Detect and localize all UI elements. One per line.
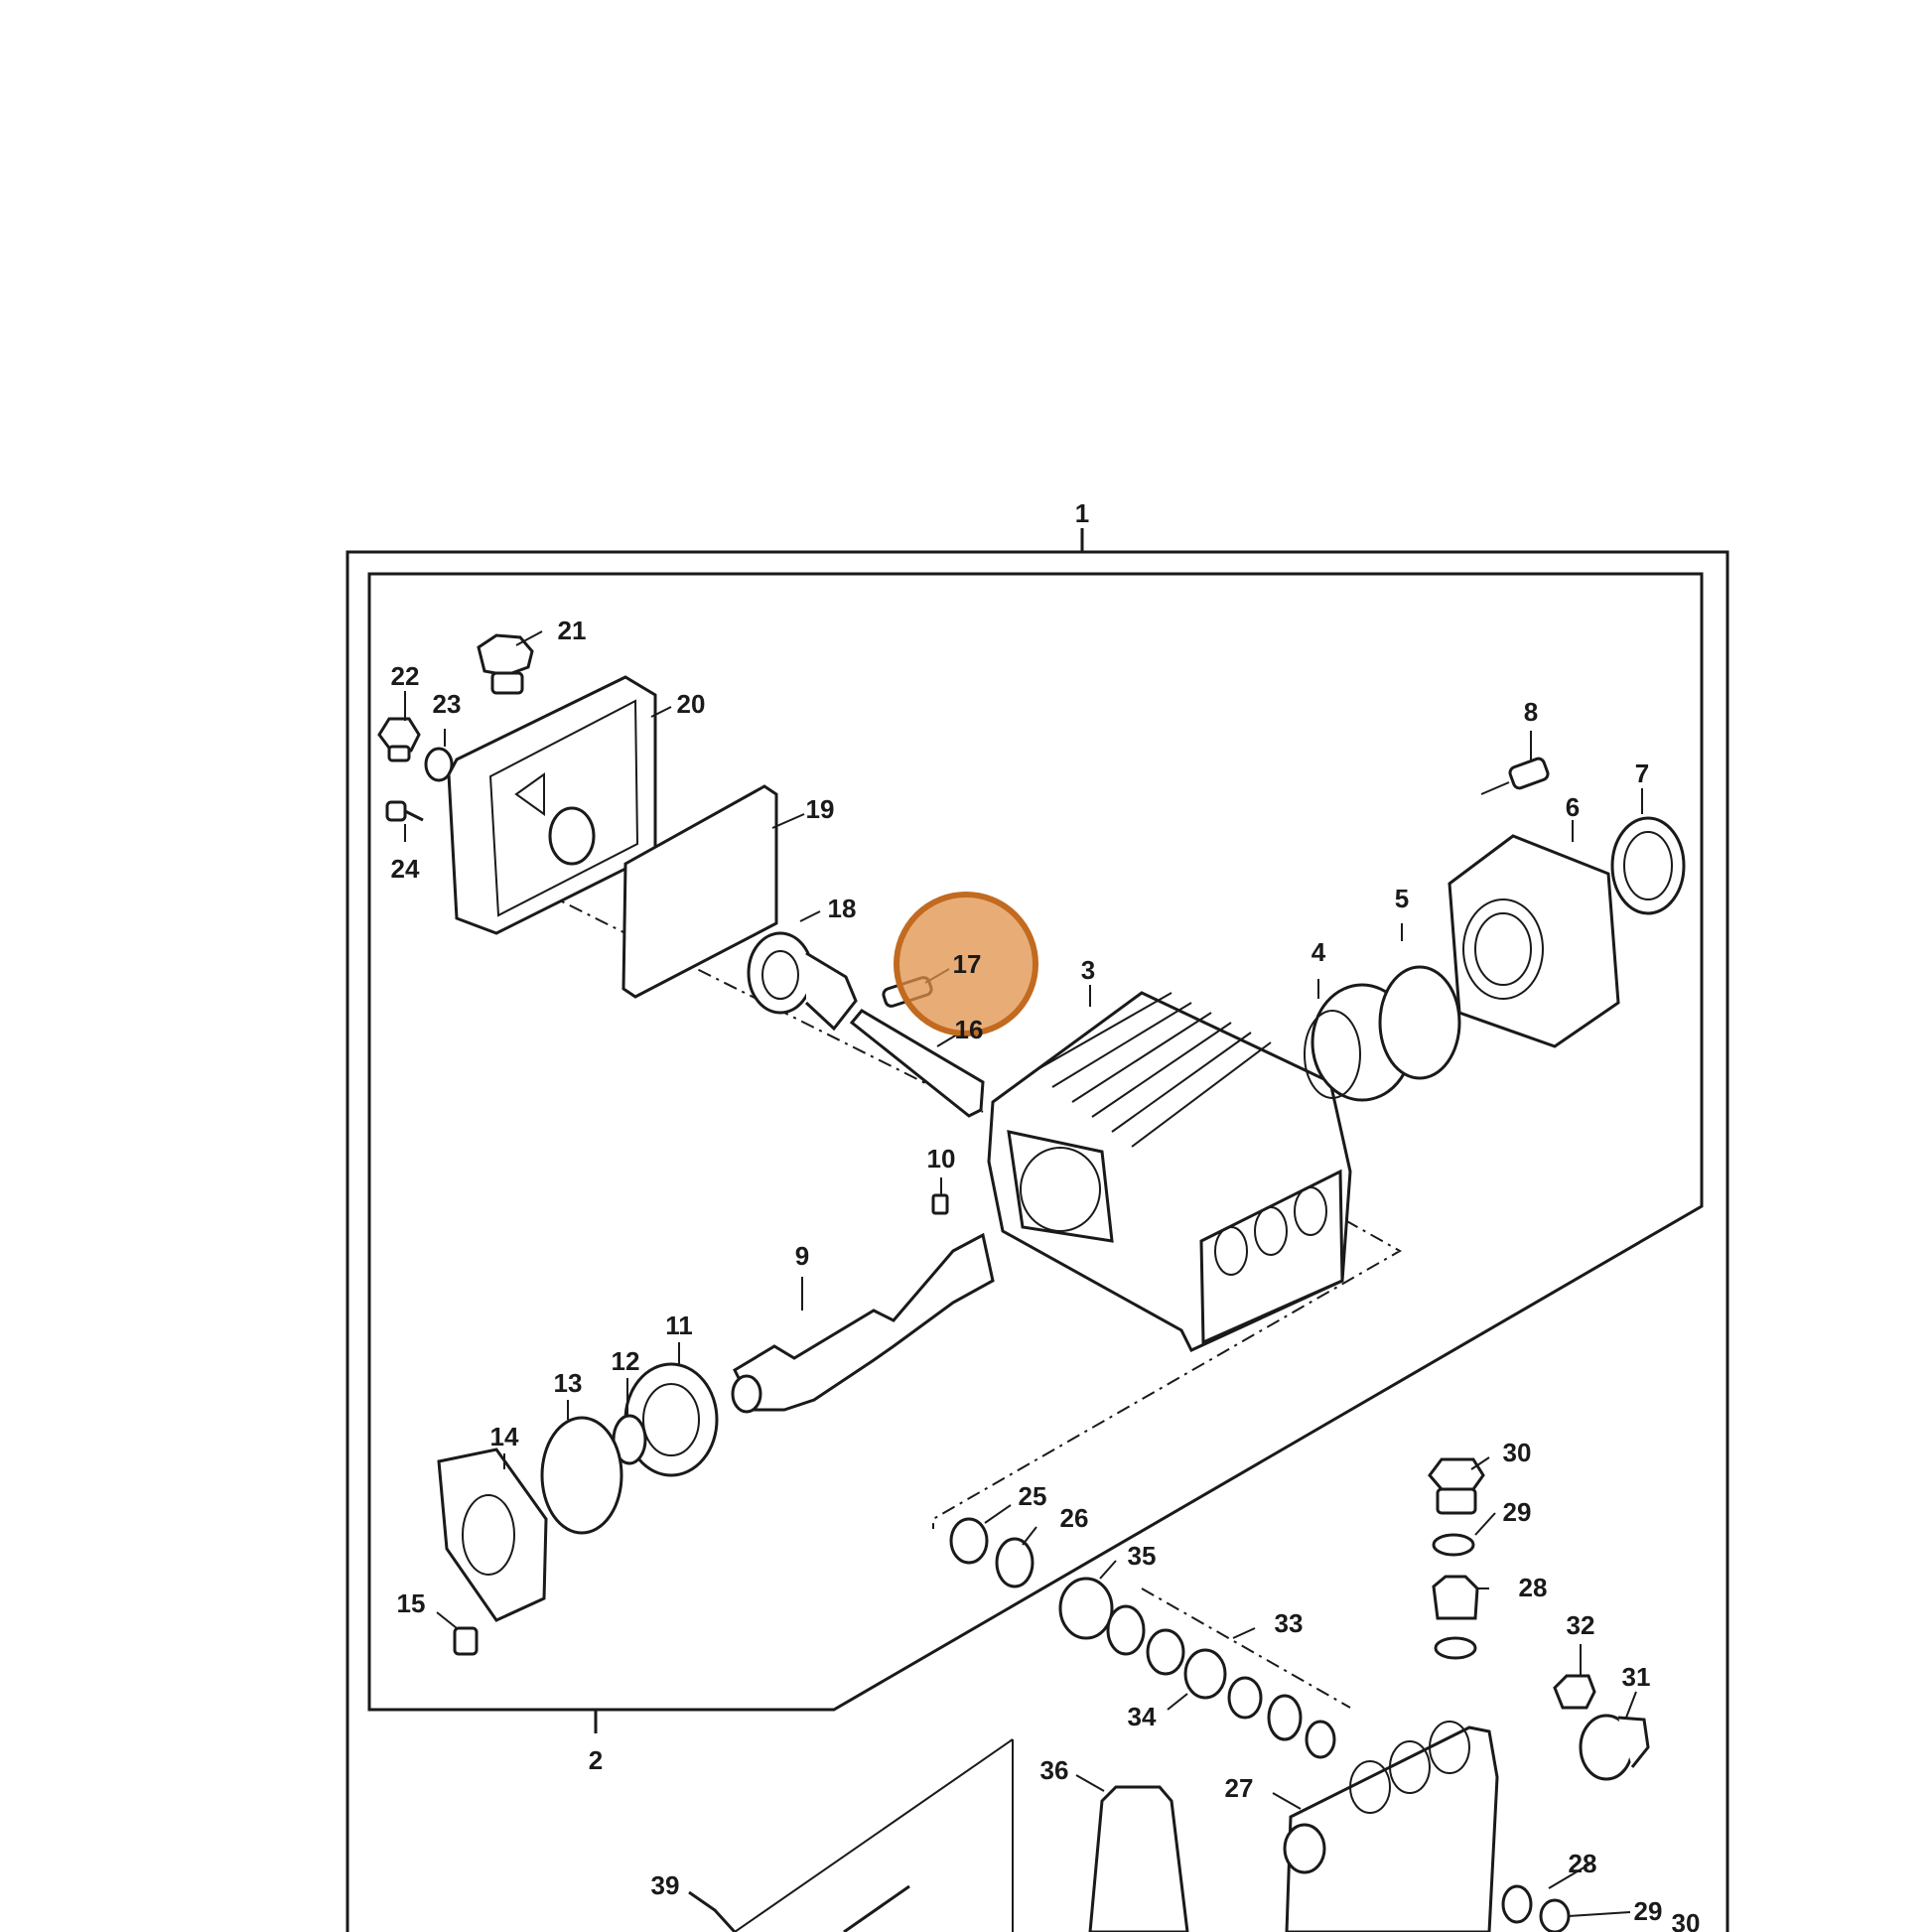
o-ring-lower-right <box>1501 1884 1533 1924</box>
label-32: 32 <box>1567 1610 1595 1640</box>
label-28-upper: 28 <box>1519 1573 1548 1602</box>
label-30-lower: 30 <box>1672 1908 1701 1932</box>
screw-part-8 <box>1480 757 1550 795</box>
label-12: 12 <box>612 1346 640 1376</box>
assembly-frame-outer <box>345 550 1729 1932</box>
label-8: 8 <box>1524 697 1538 727</box>
label-13: 13 <box>554 1368 583 1398</box>
o-ring-part-5 <box>1378 965 1461 1080</box>
label-10: 10 <box>927 1144 956 1173</box>
label-18: 18 <box>828 894 857 923</box>
axis-line-seals <box>1141 1587 1351 1709</box>
label-20: 20 <box>677 689 706 719</box>
label-7: 7 <box>1635 759 1649 788</box>
label-4: 4 <box>1311 937 1326 967</box>
crankshaft-part-9 <box>731 1232 995 1414</box>
label-31: 31 <box>1622 1662 1651 1692</box>
label-3: 3 <box>1081 955 1095 985</box>
o-ring-part-13 <box>540 1416 623 1535</box>
bearing-housing-part-6 <box>1448 834 1620 1048</box>
label-2: 2 <box>589 1745 603 1775</box>
bearing-cover-part-14 <box>437 1448 548 1622</box>
part-labels: 1 2 3 4 5 6 7 8 9 10 11 12 13 14 15 16 1… <box>391 498 1701 1932</box>
label-28-lower: 28 <box>1569 1849 1597 1878</box>
label-6: 6 <box>1566 792 1580 822</box>
label-17: 17 <box>953 949 982 979</box>
label-39: 39 <box>651 1870 680 1900</box>
label-11: 11 <box>665 1311 693 1340</box>
oil-plug-part-21 <box>477 633 534 695</box>
drain-plug-part-22 <box>377 717 421 762</box>
subassembly-frame-inner <box>367 572 1704 1712</box>
leader-lines <box>404 630 1643 1917</box>
label-19: 19 <box>806 794 835 824</box>
label-27: 27 <box>1225 1773 1254 1803</box>
oil-seal-part-7 <box>1610 816 1686 915</box>
label-36: 36 <box>1040 1755 1069 1785</box>
crankcase-cover-part-20 <box>447 675 657 935</box>
valve-stack-parts-28-30 <box>1428 1457 1485 1660</box>
unloader-part-36 <box>1088 1785 1189 1932</box>
inlet-fitting-part-31 <box>1579 1714 1650 1781</box>
label-22: 22 <box>391 661 420 691</box>
label-1: 1 <box>1075 498 1089 528</box>
label-16: 16 <box>955 1015 984 1044</box>
label-14: 14 <box>490 1422 519 1451</box>
label-21: 21 <box>558 616 587 645</box>
o-ring-part-26 <box>995 1537 1035 1588</box>
connecting-rod-part-18 <box>747 931 858 1032</box>
label-9: 9 <box>795 1241 809 1271</box>
label-34: 34 <box>1128 1702 1157 1731</box>
grub-screw-part-10 <box>931 1193 949 1215</box>
crankcase-housing-part-3 <box>987 991 1352 1352</box>
pump-manifold-part-27 <box>1283 1721 1499 1932</box>
label-33: 33 <box>1275 1608 1304 1638</box>
label-24: 24 <box>391 854 420 884</box>
gasket-part-19 <box>621 784 778 999</box>
highlight-marker[interactable] <box>894 892 1038 1036</box>
valve-lower-right <box>1539 1898 1571 1932</box>
seal-part-25 <box>949 1517 989 1565</box>
screw-part-24 <box>385 800 424 822</box>
plug-part-32 <box>1553 1674 1596 1710</box>
label-26: 26 <box>1060 1503 1089 1533</box>
label-29-lower: 29 <box>1634 1896 1663 1926</box>
shaft-part-16 <box>849 1009 985 1118</box>
washer-part-23 <box>424 747 454 782</box>
axis-line-manifold <box>932 1205 1403 1529</box>
label-29-upper: 29 <box>1503 1497 1532 1527</box>
seal-stack-parts-33-35 <box>1058 1577 1336 1759</box>
screw-part-15 <box>453 1626 479 1656</box>
label-35: 35 <box>1128 1541 1157 1571</box>
kit-box-39 <box>734 1738 1014 1932</box>
label-30-upper: 30 <box>1503 1438 1532 1467</box>
label-23: 23 <box>433 689 462 719</box>
label-15: 15 <box>397 1588 426 1618</box>
label-5: 5 <box>1395 884 1409 913</box>
hose-part-39 <box>688 1884 910 1932</box>
label-25: 25 <box>1019 1481 1047 1511</box>
